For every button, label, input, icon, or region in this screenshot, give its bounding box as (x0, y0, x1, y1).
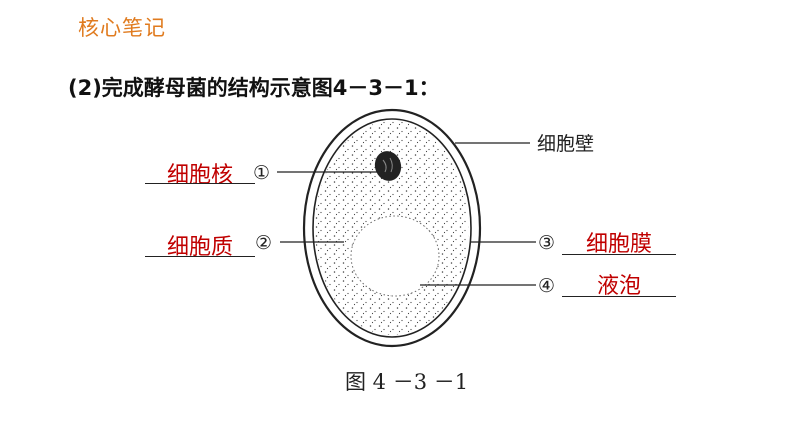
marker-1: ① (253, 162, 270, 184)
answer-4-vacuole: 液泡 (596, 274, 641, 299)
question-text: (2)完成酵母菌的结构示意图4－3－1： (68, 76, 440, 100)
answer-1-underline (145, 183, 255, 184)
answer-3-underline (562, 254, 676, 255)
marker-3: ③ (538, 232, 555, 254)
answer-4-underline (562, 296, 676, 297)
answer-3-membrane: 细胞膜 (585, 232, 652, 257)
cell-wall-label: 细胞壁 (537, 133, 594, 155)
answer-2-cytoplasm: 细胞质 (166, 235, 233, 260)
answer-2-underline (145, 256, 255, 257)
section-title: 核心笔记 (78, 16, 166, 40)
nucleus-shape (374, 151, 402, 181)
marker-2: ② (255, 232, 272, 254)
figure-caption: 图 4 －3 －1 (345, 370, 469, 394)
vacuole-shape (350, 215, 440, 297)
answer-1-nucleus: 细胞核 (166, 163, 233, 188)
marker-4: ④ (538, 275, 555, 297)
